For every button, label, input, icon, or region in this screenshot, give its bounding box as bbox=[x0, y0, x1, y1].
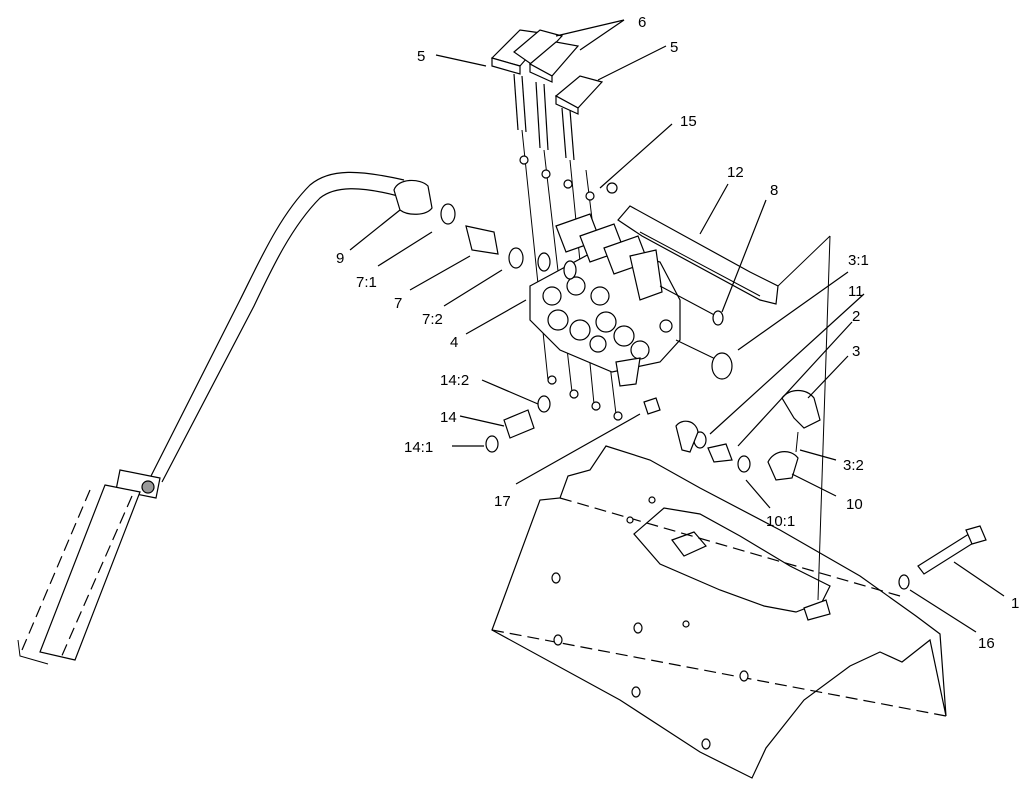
floor-plate bbox=[491, 445, 947, 779]
control-handle-tube bbox=[17, 171, 524, 665]
callout-7-1: 7:1 bbox=[356, 274, 377, 291]
callout-11: 11 bbox=[848, 283, 864, 300]
callout-14-1: 14:1 bbox=[404, 439, 433, 456]
callout-7: 7 bbox=[394, 295, 402, 312]
callout-3-1: 3:1 bbox=[848, 252, 869, 269]
callout-14: 14 bbox=[440, 409, 457, 426]
callout-3-2: 3:2 bbox=[843, 457, 864, 474]
callout-6: 6 bbox=[638, 14, 646, 31]
callout-14-2: 14:2 bbox=[440, 372, 469, 389]
callout-16: 16 bbox=[978, 635, 995, 652]
left-fittings bbox=[485, 375, 661, 453]
callout-7-2: 7:2 bbox=[422, 311, 443, 328]
callout-3: 3 bbox=[852, 343, 860, 360]
bolt-washer bbox=[898, 525, 987, 590]
callout-15: 15 bbox=[680, 113, 697, 130]
callout-9: 9 bbox=[336, 250, 344, 267]
callout-10-1: 10:1 bbox=[766, 513, 795, 530]
callout-10: 10 bbox=[846, 496, 863, 513]
callout-2: 2 bbox=[852, 308, 860, 325]
mounting-bracket bbox=[617, 205, 831, 601]
callout-4: 4 bbox=[450, 334, 458, 351]
callout-labels: 5 6 5 15 12 8 9 7:1 7 7:2 4 3:1 11 2 3 1… bbox=[336, 14, 1019, 652]
valve-block bbox=[529, 213, 731, 387]
leader-lines bbox=[349, 19, 1005, 633]
callout-8: 8 bbox=[770, 182, 778, 199]
callout-17: 17 bbox=[494, 493, 511, 510]
callout-1: 1 bbox=[1011, 595, 1019, 612]
callout-5-left: 5 bbox=[417, 48, 425, 65]
callout-12: 12 bbox=[727, 164, 744, 181]
callout-5-right: 5 bbox=[670, 39, 678, 56]
